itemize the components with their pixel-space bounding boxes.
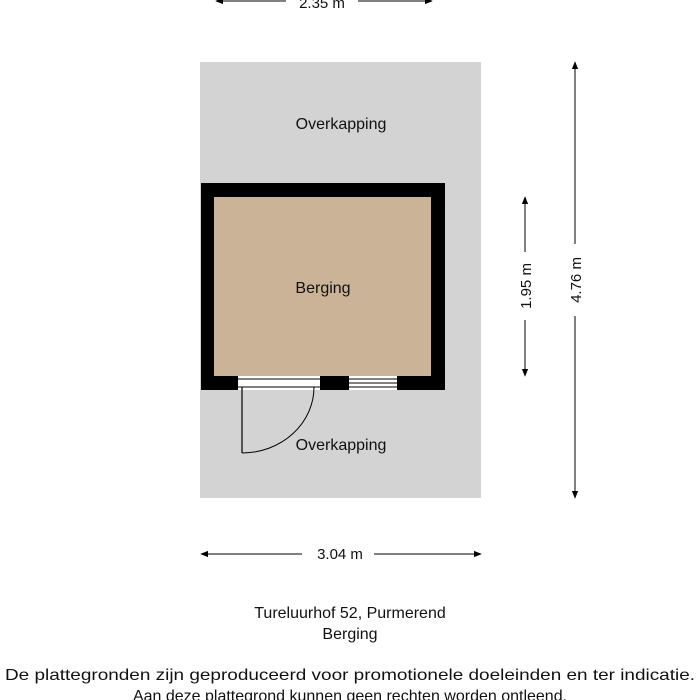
door-opening	[238, 376, 320, 390]
berging-floor	[214, 197, 431, 376]
caption-disclaimer-line-2: Aan deze plattegrond kunnen geen rechten…	[133, 688, 567, 700]
dimension-label-bottom-width: 3.04 m	[317, 546, 363, 563]
dimension-label-top-width: 2.35 m	[299, 0, 345, 12]
dimension-label-inner-height: 1.95 m	[518, 263, 535, 309]
room-label-berging: Berging	[295, 280, 350, 297]
caption-address: Tureluurhof 52, Purmerend	[254, 605, 446, 622]
door-swing-arc	[241, 386, 315, 454]
room-label-overkapping-bottom: Overkapping	[296, 437, 387, 454]
caption-floor: Berging	[322, 626, 377, 643]
caption-disclaimer-line-1: De plattegronden zijn geproduceerd voor …	[5, 667, 695, 684]
room-label-overkapping-top: Overkapping	[296, 116, 387, 133]
dimension-label-total-height: 4.76 m	[568, 257, 585, 303]
